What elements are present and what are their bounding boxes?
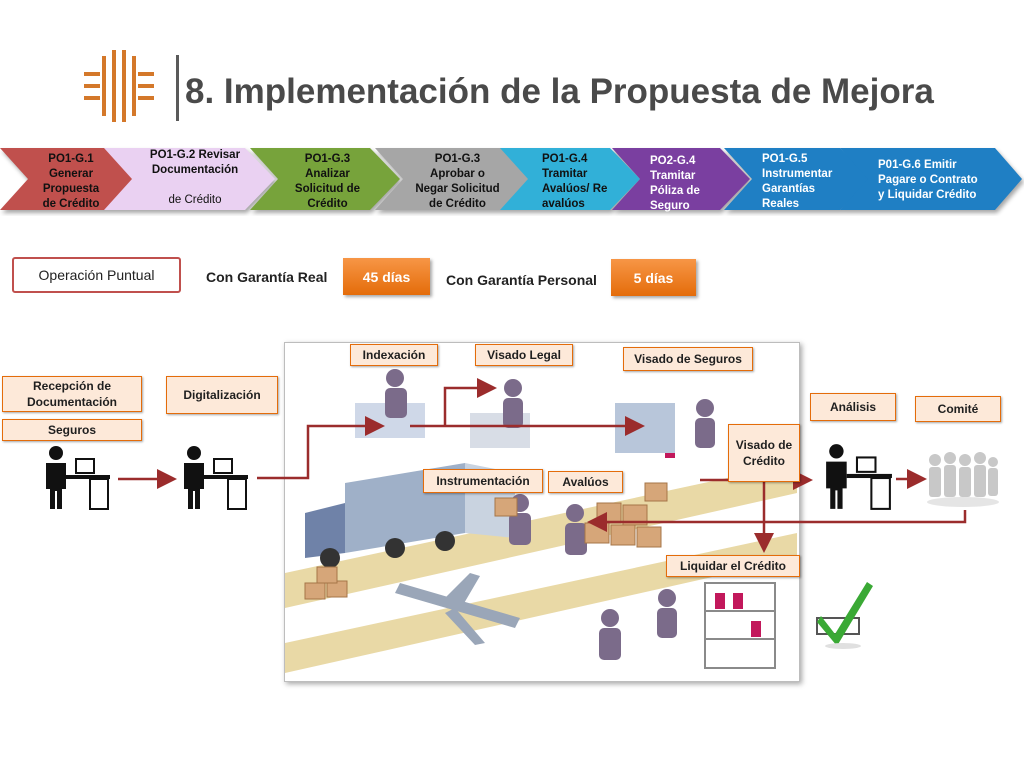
chevron-step-1 xyxy=(0,148,140,210)
process-chevron-bar xyxy=(0,148,1022,210)
chevron-step-7 xyxy=(724,148,870,210)
chevron-step-2 xyxy=(104,148,275,210)
chevron-step-5 xyxy=(500,148,640,210)
real-guarantee-days: 45 días xyxy=(343,258,430,295)
real-guarantee-label: Con Garantía Real xyxy=(206,269,328,285)
office-worker-icon xyxy=(46,446,110,510)
page-title: 8. Implementación de la Propuesta de Mej… xyxy=(185,72,934,111)
chevron-step-3 xyxy=(250,148,400,210)
personal-guarantee-days: 5 días xyxy=(611,259,696,296)
personal-guarantee-label: Con Garantía Personal xyxy=(446,272,597,288)
title-divider xyxy=(176,55,179,121)
legal-review-label: Visado Legal xyxy=(475,344,573,366)
committee-label: Comité xyxy=(915,396,1001,422)
office-worker-icon xyxy=(826,444,892,510)
settle-credit-label: Liquidar el Crédito xyxy=(666,555,800,577)
credit-review-label: Visado de Crédito xyxy=(728,424,800,482)
instrumentation-label: Instrumentación xyxy=(423,469,543,493)
insurance-review-label: Visado de Seguros xyxy=(623,347,753,371)
digitization-label: Digitalización xyxy=(166,376,278,414)
chevron-step-8 xyxy=(840,148,1022,210)
indexing-label: Indexación xyxy=(350,344,438,366)
green-check-icon xyxy=(816,582,873,649)
chevron-step-4 xyxy=(375,148,535,210)
committee-people-icon xyxy=(927,452,999,507)
office-worker-icon xyxy=(184,446,248,510)
corporate-logo-icon xyxy=(84,50,154,122)
appraisals-label: Avalúos xyxy=(548,471,623,493)
chevron-step-6 xyxy=(612,148,750,210)
analysis-label: Análisis xyxy=(810,393,896,421)
reception-label: Recepción de Documentación xyxy=(2,376,142,412)
operation-type-box: Operación Puntual xyxy=(12,257,181,293)
insurance-label: Seguros xyxy=(2,419,142,441)
